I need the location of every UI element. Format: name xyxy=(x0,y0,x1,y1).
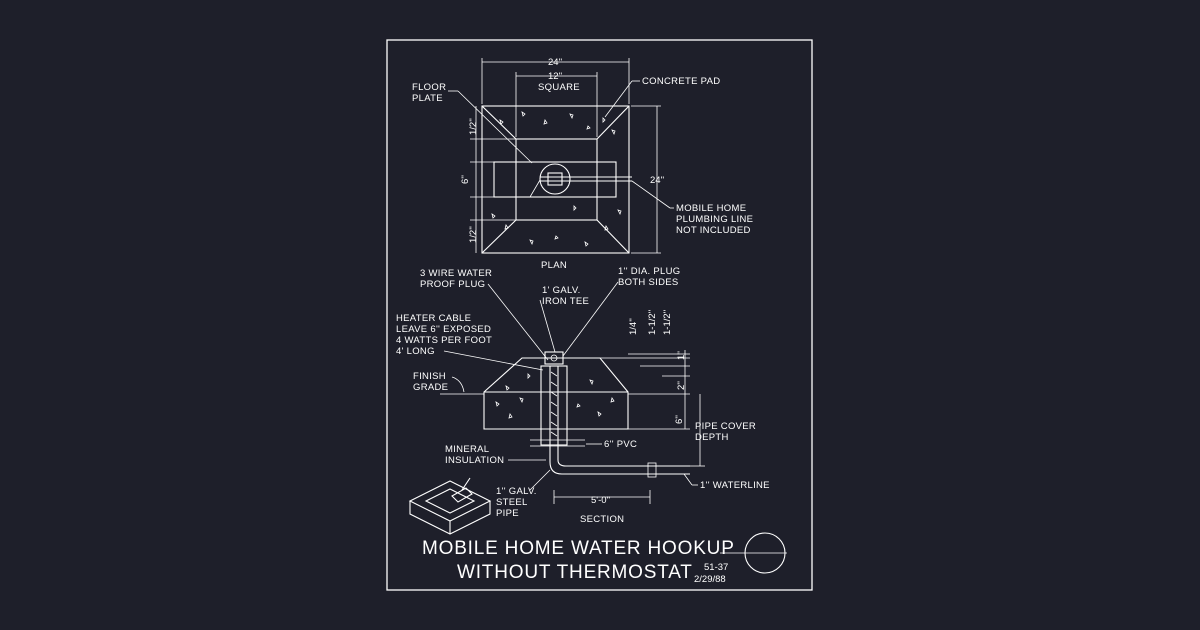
wire-plug-label-2: PROOF PLUG xyxy=(420,279,485,290)
plan-square-label: SQUARE xyxy=(538,82,580,93)
plan-dim-12: 12'' xyxy=(548,71,562,82)
section-dim-1: 1'' xyxy=(676,351,687,360)
finish-grade-label-1: FINISH xyxy=(413,371,446,382)
sheet-border xyxy=(386,39,813,591)
plan-dim-24-right: 24'' xyxy=(650,175,664,186)
plan-dim-half-bottom: 1/2'' xyxy=(468,226,479,243)
title-line-1: MOBILE HOME WATER HOOKUP xyxy=(422,538,735,559)
section-dim-quarter: 1/4'' xyxy=(628,318,639,335)
mineral-label-1: MINERAL xyxy=(445,444,489,455)
title-line-2: WITHOUT THERMOSTAT xyxy=(457,562,693,583)
title-block: MOBILE HOME WATER HOOKUP WITHOUT THERMOS… xyxy=(422,532,787,585)
heater-label-3: 4 WATTS PER FOOT xyxy=(396,335,492,346)
drawing-date: 2/29/88 xyxy=(694,574,726,585)
plan-dim-half-top: 1/2'' xyxy=(468,118,479,135)
mineral-label-2: INSULATION xyxy=(445,455,504,466)
section-dim-2: 2'' xyxy=(676,381,687,390)
dia-plug-label-1: 1'' DIA. PLUG xyxy=(618,266,680,277)
section-dim-1half-a: 1-1/2'' xyxy=(647,310,658,335)
heater-label-4: 4' LONG xyxy=(396,346,435,357)
mobile-home-label-1: MOBILE HOME xyxy=(676,203,746,214)
mobile-home-label-3: NOT INCLUDED xyxy=(676,225,751,236)
dim-5ft: 5'-0'' xyxy=(591,495,610,506)
floor-plate-label-2: PLATE xyxy=(412,93,443,104)
galv-tee-label-1: 1' GALV. xyxy=(542,285,581,296)
section-view: 1/4'' 1-1/2'' 1-1/2'' 1'' 2'' 6'' 3 WIRE… xyxy=(396,266,770,525)
galv-tee-label-2: IRON TEE xyxy=(542,296,589,307)
pipe-cover-label-1: PIPE COVER xyxy=(695,421,756,432)
plan-dim-6: 6'' xyxy=(460,175,471,184)
isometric-sketch xyxy=(408,477,492,535)
north-symbol xyxy=(744,532,786,574)
heater-label-2: LEAVE 6'' EXPOSED xyxy=(396,324,491,335)
wire-plug-label-1: 3 WIRE WATER xyxy=(420,268,492,279)
drawing-code: 51-37 xyxy=(704,562,728,573)
concrete-pad-label: CONCRETE PAD xyxy=(642,76,720,87)
mobile-home-label-2: PLUMBING LINE xyxy=(676,214,753,225)
pipe-cover-label-2: DEPTH xyxy=(695,432,729,443)
section-dim-1half-b: 1-1/2'' xyxy=(662,310,673,335)
pvc-label: 6'' PVC xyxy=(604,439,637,450)
plan-view: 24'' 12'' SQUARE CONCRETE PAD FLOOR PLAT… xyxy=(412,57,753,271)
heater-label-1: HEATER CABLE xyxy=(396,313,471,324)
section-caption: SECTION xyxy=(580,514,624,525)
finish-grade-label-2: GRADE xyxy=(413,382,448,393)
steel-pipe-label-3: PIPE xyxy=(496,508,519,519)
concrete-hatch xyxy=(491,111,622,247)
waterline-label: 1'' WATERLINE xyxy=(700,480,770,491)
section-dim-6: 6'' xyxy=(674,415,685,424)
steel-pipe-label-2: STEEL xyxy=(496,497,528,508)
section-concrete-hatch xyxy=(495,373,615,419)
steel-pipe-label-1: 1'' GALV. xyxy=(496,486,537,497)
plan-caption: PLAN xyxy=(541,260,567,271)
floor-plate-label-1: FLOOR xyxy=(412,82,446,93)
plan-dim-24-top: 24'' xyxy=(548,57,562,68)
dia-plug-label-2: BOTH SIDES xyxy=(618,277,679,288)
